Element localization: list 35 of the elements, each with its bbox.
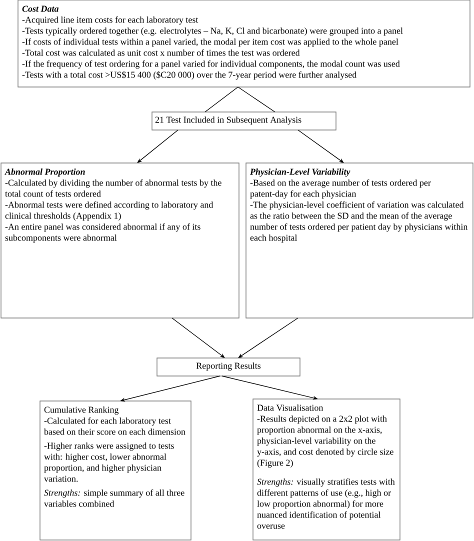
box-text: Strengths: visually stratifies tests with different patterns of use (e.g., high or low proportion abnormal) for more nuanced identification of potential overuse — [257, 478, 395, 529]
box-heading: Physician-Level Variability — [250, 168, 350, 177]
box-text: -Total cost was calculated as unit cost x number of times the test was ordered — [22, 49, 300, 56]
box-heading: Cumulative Ranking — [44, 406, 119, 415]
arrow — [298, 130, 344, 163]
box-text: 21 Test Included in Subsequent Analysis — [155, 116, 302, 125]
box-text: -Higher ranks were assigned to tests with: higher cost, lower abnormal proportion, and higher physician variation. — [44, 442, 174, 482]
arrow — [137, 130, 178, 163]
box-heading: Cost Data — [22, 6, 59, 12]
box-text: -If the frequency of test ordering for a panel varied for individual components, the modal count was used — [22, 60, 400, 69]
process-box — [156, 358, 300, 376]
box-text: -Acquired line item costs for each laboratory test — [22, 16, 198, 25]
process-box — [246, 162, 474, 318]
box-text: -An entire panel was considered abnormal if any of its subcomponents were abnormal — [5, 223, 200, 243]
box-text: -Based on the average number of tests ordered per patent-day for each physician — [250, 179, 431, 199]
box-text: -Tests typically ordered together (e.g. electrolytes – Na, K, Cl and bicarbonate) were grouped into a panel — [22, 27, 403, 36]
box-text: -If costs of individual tests within a panel varied, the modal per item cost was applied to the whole panel — [22, 38, 398, 47]
box-text: Strengths: simple summary of all three variables combined — [44, 489, 184, 507]
arrow — [238, 318, 298, 358]
box-text: -Results depicted on a 2x2 plot with proportion abnormal on the x-axis, physician-level variability on the y-axis, and cost denoted by circle size (Figure 2) — [257, 415, 394, 468]
process-box — [252, 398, 400, 540]
arrow — [204, 86, 276, 112]
process-box — [40, 400, 192, 540]
process-box — [18, 0, 470, 88]
process-box — [152, 112, 336, 130]
box-text: -Calculated for each laboratory test based on their score on each dimension — [44, 417, 186, 435]
process-box — [0, 162, 240, 318]
box-heading: Data Visualisation — [257, 404, 324, 411]
box-text: -The physician-level coefficient of variation was calculated as the ratio between the SD and the mean of the average number of tests ordered per patient day by physicians within each hospital — [250, 201, 468, 243]
box-text: Reporting Results — [196, 362, 261, 371]
box-text: -Tests with a total cost >US$15 400 ($C20 000) over the 7-year period were further analysed — [22, 71, 356, 80]
arrow — [172, 318, 225, 358]
box-heading: Abnormal Proportion — [4, 168, 85, 177]
box-text: -Calculated by dividing the number of abnormal tests by the total count of tests ordered — [5, 179, 222, 197]
box-text: -Abnormal tests were defined according to laboratory and clinical thresholds (Appendix 1) — [5, 201, 214, 221]
